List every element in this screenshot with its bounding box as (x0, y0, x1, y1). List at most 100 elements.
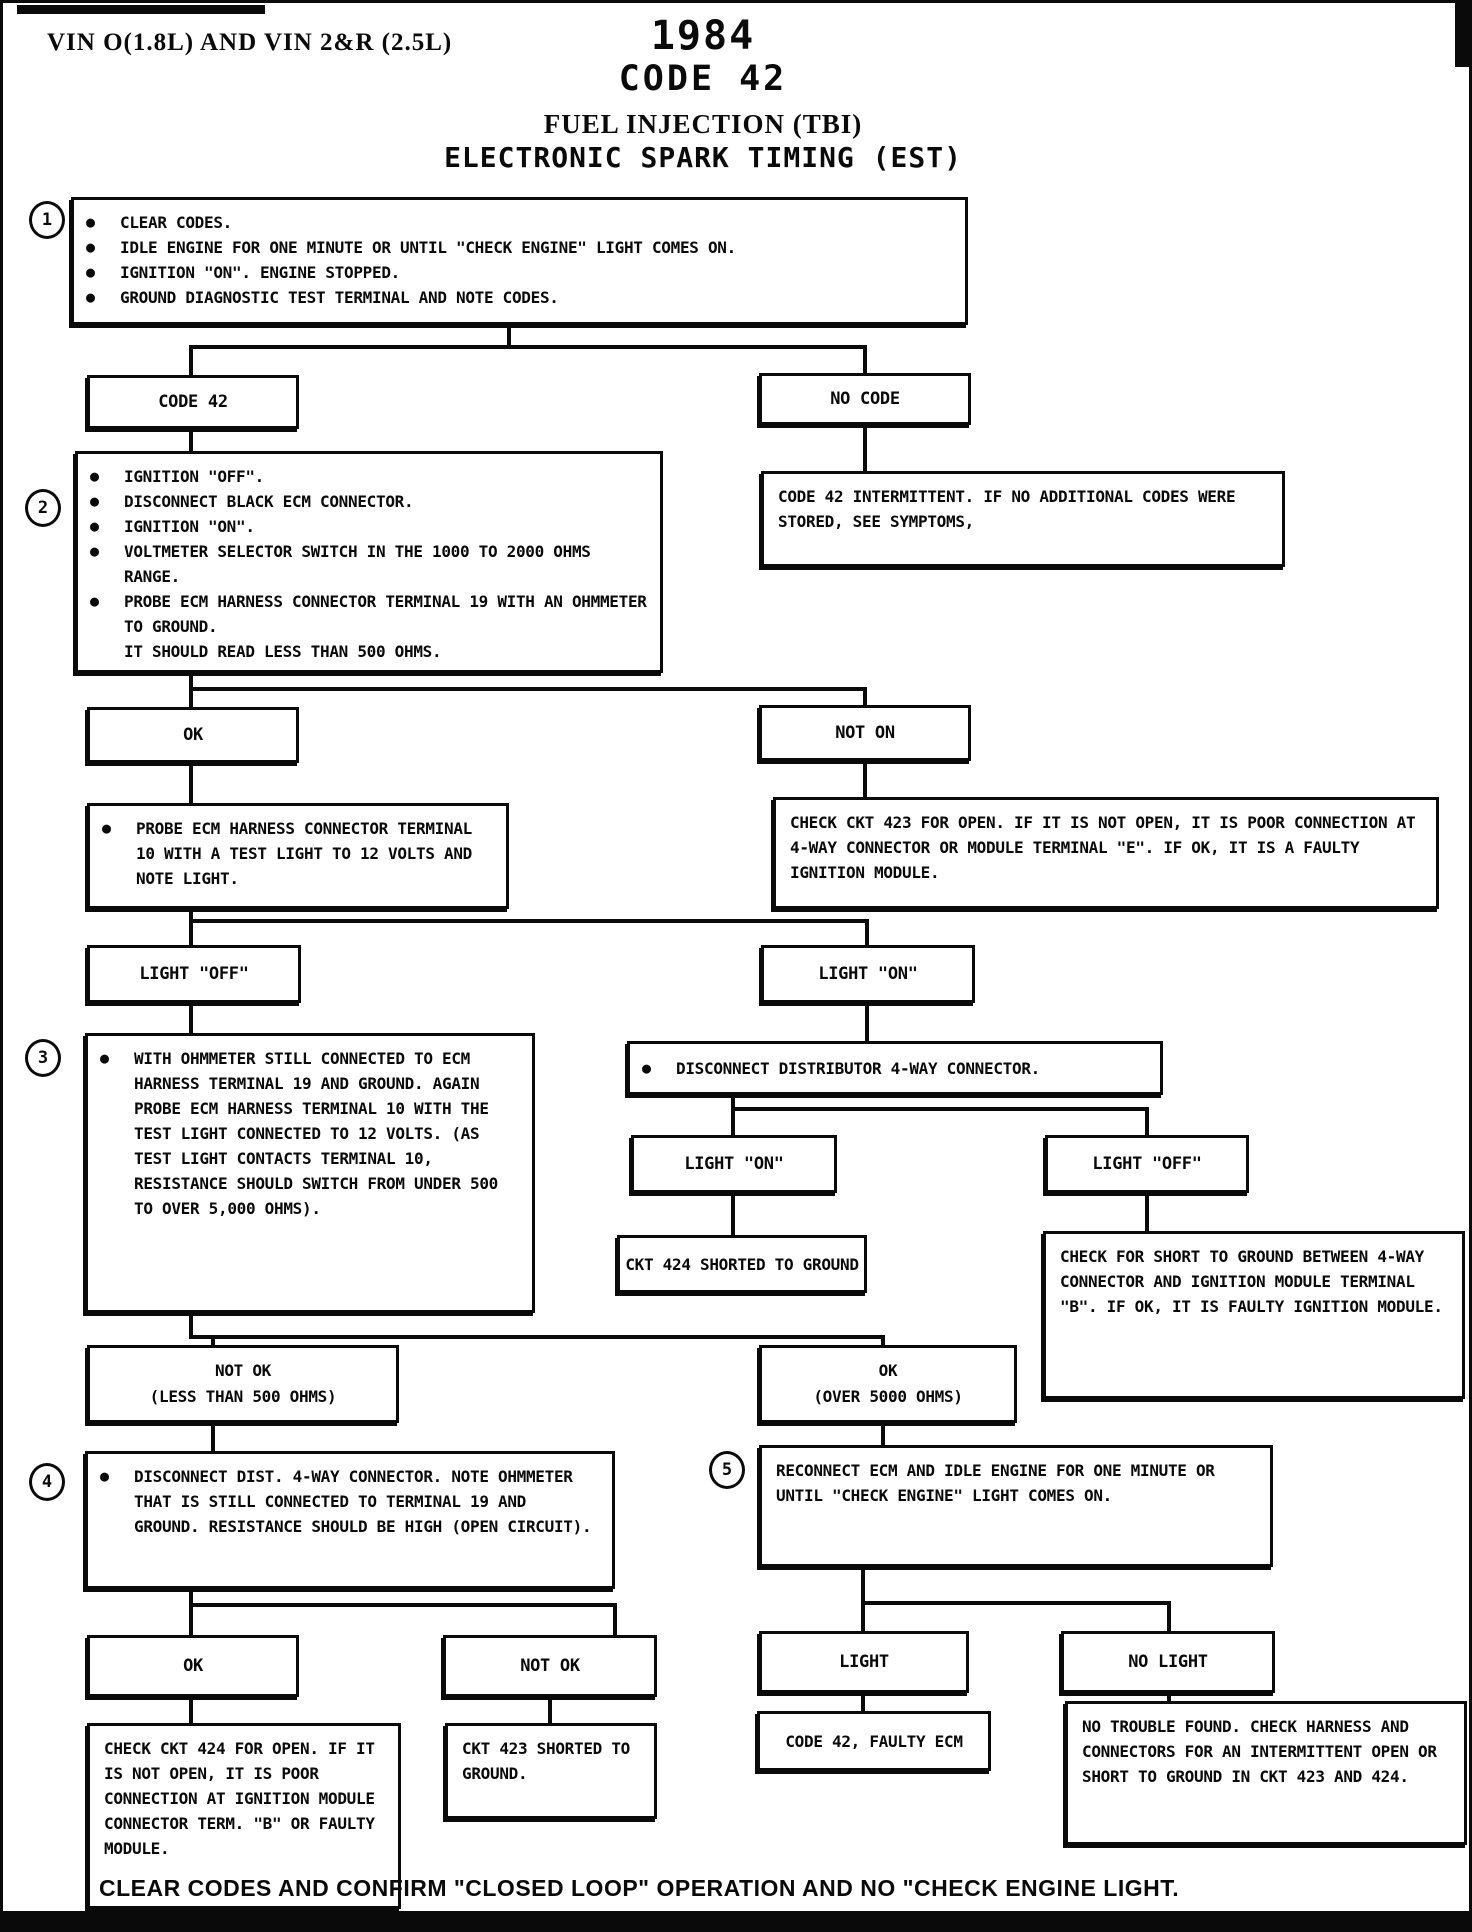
node-label: NO LIGHT (1128, 1651, 1208, 1672)
title-code: CODE 42 (618, 59, 788, 99)
connector-line (189, 909, 193, 923)
node-step2-instructions: ●IGNITION "OFF". ● DISCONNECT BLACK ECM C… (75, 451, 663, 673)
step-number-5: 5 (709, 1451, 745, 1489)
node-text: CODE 42 INTERMITTENT. IF NO ADDITIONAL C… (778, 487, 1236, 531)
bullet-row: ● PROBE ECM HARNESS CONNECTOR TERMINAL 10… (102, 816, 494, 891)
connector-line (865, 919, 869, 945)
bullet-icon: ● (86, 213, 95, 231)
node-step4-instructions: ● DISCONNECT DIST. 4-WAY CONNECTOR. NOTE … (85, 1451, 615, 1589)
bullet-text: PROBE ECM HARNESS CONNECTOR TERMINAL 10 … (136, 819, 472, 888)
connector-line (507, 325, 511, 349)
vin-label: VIN O(1.8L) AND VIN 2&R (2.5L) (47, 29, 453, 56)
node-step5-instructions: RECONNECT ECM AND IDLE ENGINE FOR ONE MI… (759, 1445, 1273, 1567)
bullet-row: ●VOLTMETER SELECTOR SWITCH IN THE 1000 T… (90, 539, 648, 589)
node-ok-over-5000: OK (OVER 5000 OHMS) (759, 1345, 1017, 1423)
bullet-row: ●IDLE ENGINE FOR ONE MINUTE OR UNTIL "CH… (86, 235, 953, 260)
connector-line (189, 1335, 885, 1339)
node-label: NOT OK (520, 1655, 580, 1676)
connector-line (1145, 1193, 1149, 1231)
node-code42-faulty-ecm: CODE 42, FAULTY ECM (757, 1711, 991, 1771)
bullet-icon: ● (90, 467, 99, 485)
bullet-text: PROBE ECM HARNESS CONNECTOR TERMINAL 19 … (124, 592, 647, 636)
bullet-icon: ● (102, 819, 111, 837)
node-label-line2: (LESS THAN 500 OHMS) (149, 1387, 337, 1406)
connector-line (189, 1313, 193, 1339)
node-label: LIGHT "ON" (818, 963, 918, 984)
node-not-on: NOT ON (759, 705, 971, 761)
node-label-line1: OK (878, 1361, 898, 1380)
connector-line (189, 687, 193, 707)
title-year: 1984 (650, 13, 756, 59)
connector-line (863, 761, 867, 797)
bullet-row: ●GROUND DIAGNOSTIC TEST TERMINAL AND NOT… (86, 285, 953, 310)
bullet-icon: ● (90, 517, 99, 535)
node-not-ok-less-500: NOT OK (LESS THAN 500 OHMS) (87, 1345, 399, 1423)
node-ok-1: OK (87, 707, 299, 763)
bullet-text: VOLTMETER SELECTOR SWITCH IN THE 1000 TO… (124, 542, 591, 586)
node-check-short-to-ground: CHECK FOR SHORT TO GROUND BETWEEN 4-WAY … (1043, 1231, 1465, 1399)
title-fuel-injection: FUEL INJECTION (TBI) (543, 109, 863, 139)
bullet-icon: ● (642, 1059, 651, 1077)
connector-line (863, 345, 867, 373)
bullet-row: ●IGNITION "OFF". (90, 464, 648, 489)
connector-line (189, 1003, 193, 1033)
node-code42-intermittent: CODE 42 INTERMITTENT. IF NO ADDITIONAL C… (761, 471, 1285, 567)
node-label: LIGHT "OFF" (139, 963, 249, 984)
node-no-trouble-found: NO TROUBLE FOUND. CHECK HARNESS AND CONN… (1065, 1701, 1467, 1845)
connector-line (189, 919, 869, 923)
connector-line (189, 1603, 193, 1635)
connector-line (731, 1107, 735, 1135)
node-check-ckt424-open: CHECK CKT 424 FOR OPEN. IF IT IS NOT OPE… (87, 1723, 401, 1909)
node-probe-terminal-10: ● PROBE ECM HARNESS CONNECTOR TERMINAL 10… (87, 803, 509, 909)
step-number-3: 3 (25, 1039, 61, 1077)
bullet-text: DISCONNECT DISTRIBUTOR 4-WAY CONNECTOR. (676, 1059, 1040, 1078)
node-text: NO TROUBLE FOUND. CHECK HARNESS AND CONN… (1082, 1717, 1437, 1786)
connector-line (861, 1601, 1171, 1605)
bullet-row: ● DISCONNECT BLACK ECM CONNECTOR. (90, 489, 648, 514)
node-label: CODE 42 (158, 391, 228, 412)
node-light: LIGHT (759, 1631, 969, 1693)
node-ok-3: OK (87, 1635, 299, 1697)
node-label: CODE 42, FAULTY ECM (785, 1731, 963, 1751)
node-label: LIGHT "ON" (684, 1153, 784, 1174)
bullet-icon: ● (86, 263, 95, 281)
bullet-icon: ● (100, 1467, 109, 1485)
bullet-icon: ● (90, 492, 99, 510)
connector-line (189, 673, 193, 691)
step-number-1: 1 (29, 201, 65, 239)
bullet-row: ● IGNITION "ON". (90, 514, 648, 539)
node-not-ok-3: NOT OK (443, 1635, 657, 1697)
bullet-row: ● PROBE ECM HARNESS CONNECTOR TERMINAL 19… (90, 589, 648, 639)
top-border-mark (17, 5, 265, 14)
connector-line (189, 429, 193, 451)
bullet-text: WITH OHMMETER STILL CONNECTED TO ECM HAR… (134, 1049, 498, 1218)
top-right-border-mark (1455, 3, 1469, 67)
node-check-ckt423-open: CHECK CKT 423 FOR OPEN. IF IT IS NOT OPE… (773, 797, 1439, 909)
connector-line (1145, 1107, 1149, 1135)
connector-line (863, 425, 867, 471)
bullet-icon: ● (90, 592, 99, 610)
bullet-text: DISCONNECT BLACK ECM CONNECTOR. (124, 492, 414, 511)
connector-line (211, 1423, 215, 1451)
bullet-icon: ● (86, 288, 95, 306)
node-light-off-2: LIGHT "OFF" (1045, 1135, 1249, 1193)
node-step1-instructions: ●CLEAR CODES. ●IDLE ENGINE FOR ONE MINUT… (71, 197, 968, 325)
node-label-line1: NOT OK (215, 1361, 271, 1380)
bullet-row: ●WITH OHMMETER STILL CONNECTED TO ECM HA… (100, 1046, 520, 1221)
continuation-text: IT SHOULD READ LESS THAN 500 OHMS. (124, 642, 442, 661)
connector-line (189, 345, 193, 375)
bullet-row: ● DISCONNECT DISTRIBUTOR 4-WAY CONNECTOR. (642, 1056, 1148, 1081)
node-step3-instructions: ●WITH OHMMETER STILL CONNECTED TO ECM HA… (85, 1033, 535, 1313)
node-no-code: NO CODE (759, 373, 971, 425)
connector-line (1167, 1601, 1171, 1631)
node-label: OK (183, 724, 203, 745)
connector-line (861, 1601, 865, 1631)
connector-line (189, 1697, 193, 1723)
bullet-row: ●IGNITION "ON". ENGINE STOPPED. (86, 260, 953, 285)
bullet-text: DISCONNECT DIST. 4-WAY CONNECTOR. NOTE O… (134, 1467, 592, 1536)
bullet-text: IGNITION "ON". (124, 517, 255, 536)
bullet-icon: ● (86, 238, 95, 256)
node-label: LIGHT "OFF" (1092, 1153, 1202, 1174)
bottom-border-bar (3, 1911, 1469, 1929)
node-label: NO CODE (830, 388, 900, 409)
